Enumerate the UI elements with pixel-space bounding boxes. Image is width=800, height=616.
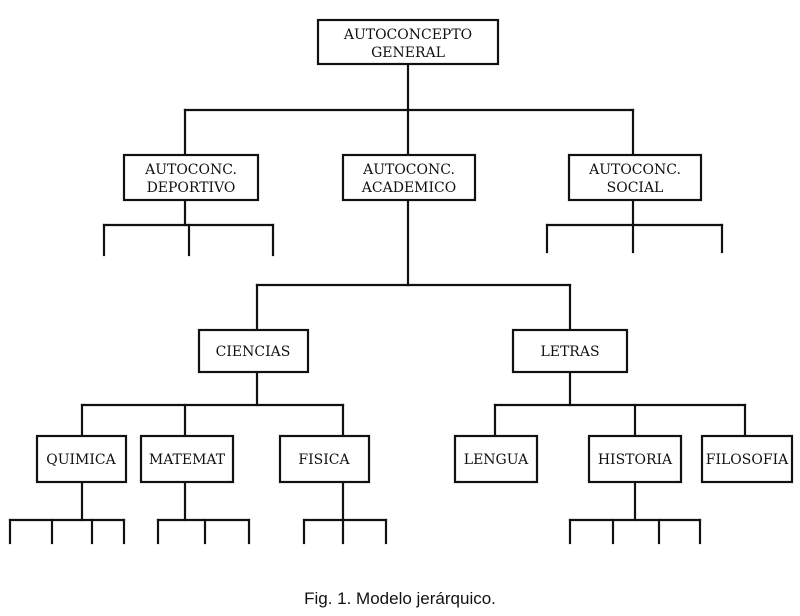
node-autoconcepto-general: AUTOCONCEPTO GENERAL xyxy=(316,18,500,66)
node-label: FILOSOFIA xyxy=(706,452,789,468)
node-label-line: AUTOCONC. xyxy=(362,162,455,178)
node-autoconc-deportivo: AUTOCONC. DEPORTIVO xyxy=(122,153,260,202)
node-label: CIENCIAS xyxy=(216,344,291,360)
node-ciencias: CIENCIAS xyxy=(197,328,310,374)
node-autoconc-academico: AUTOCONC. ACADEMICO xyxy=(341,153,477,202)
node-fisica: FISICA xyxy=(278,434,371,484)
node-label-line: DEPORTIVO xyxy=(147,180,236,196)
node-label: LETRAS xyxy=(540,344,599,360)
node-label: FISICA xyxy=(298,452,350,468)
node-filosofia: FILOSOFIA xyxy=(700,434,794,484)
node-label-line: SOCIAL xyxy=(607,180,664,196)
node-matemat: MATEMAT xyxy=(139,434,235,484)
node-historia: HISTORIA xyxy=(587,434,683,484)
nodes: AUTOCONCEPTO GENERAL AUTOCONC. DEPORTIVO… xyxy=(35,18,794,484)
node-lengua: LENGUA xyxy=(453,434,539,484)
node-label: QUIMICA xyxy=(46,452,116,468)
node-quimica: QUIMICA xyxy=(35,434,128,484)
node-label-line: AUTOCONC. xyxy=(144,162,237,178)
node-label-line: GENERAL xyxy=(371,45,445,61)
connectors xyxy=(8,62,747,545)
node-letras: LETRAS xyxy=(511,328,629,374)
node-autoconc-social: AUTOCONC. SOCIAL xyxy=(567,153,703,202)
node-label: HISTORIA xyxy=(598,452,673,468)
node-label-line: ACADEMICO xyxy=(361,180,456,196)
node-label-line: AUTOCONC. xyxy=(588,162,681,178)
node-label-line: AUTOCONCEPTO xyxy=(343,27,472,43)
node-label: MATEMAT xyxy=(149,452,226,468)
node-label: LENGUA xyxy=(464,452,529,468)
figure-caption: Fig. 1. Modelo jerárquico. xyxy=(304,589,496,608)
